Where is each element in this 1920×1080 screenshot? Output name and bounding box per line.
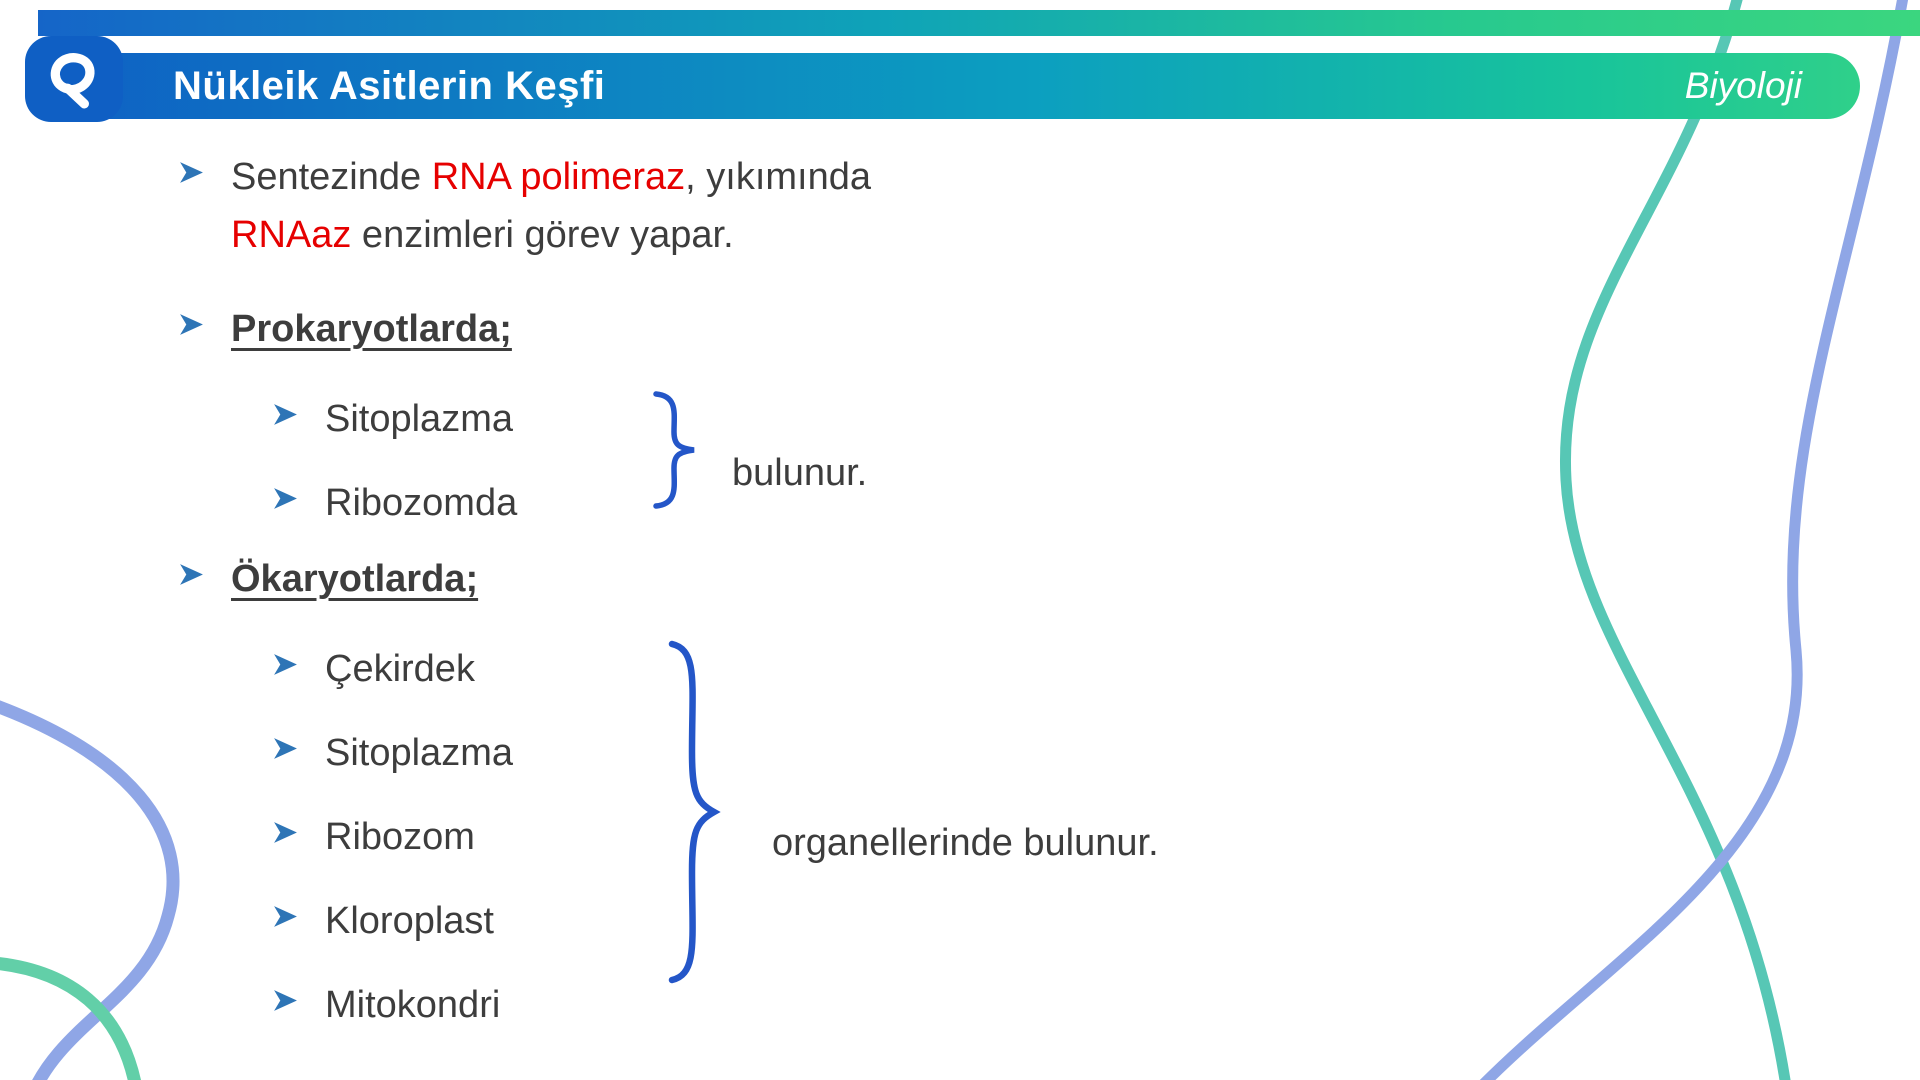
prokaryote-result-label: bulunur. bbox=[732, 452, 868, 494]
bullet-synthesis: Sentezinde RNA polimeraz, yıkımında RNAa… bbox=[178, 148, 871, 264]
text-run-red: RNA polimeraz bbox=[431, 156, 686, 198]
arrow-bullet-icon bbox=[274, 906, 297, 927]
arrow-bullet-icon bbox=[274, 404, 297, 425]
bullet-synthesis-line1: Sentezinde RNA polimeraz, yıkımında bbox=[231, 148, 871, 206]
arrow-bullet-icon bbox=[274, 654, 297, 675]
heading-prokaryotes: Prokaryotlarda; bbox=[178, 300, 512, 358]
text-run: enzimleri görev yapar. bbox=[351, 214, 734, 256]
list-item: Ribozomda bbox=[272, 474, 517, 532]
curve-bottomleft-blue bbox=[0, 700, 180, 1080]
header-bar: Nükleik Asitlerin Keşfi Biyoloji bbox=[25, 53, 1860, 119]
brand-logo bbox=[25, 36, 123, 122]
curve-right-blue bbox=[1479, 0, 1909, 1080]
curly-brace-large-icon bbox=[668, 640, 721, 984]
arrow-bullet-icon bbox=[274, 990, 297, 1011]
list-item-label: Ribozom bbox=[325, 816, 475, 858]
logo-icon bbox=[50, 53, 95, 109]
arrow-bullet-icon bbox=[274, 822, 297, 843]
list-item: Sitoplazma bbox=[272, 724, 513, 782]
arrow-bullet-icon bbox=[180, 564, 203, 585]
page-title: Nükleik Asitlerin Keşfi bbox=[173, 64, 606, 108]
list-item: Sitoplazma bbox=[272, 390, 513, 448]
list-item-label: Kloroplast bbox=[325, 900, 494, 942]
list-item-label: Ribozomda bbox=[325, 482, 518, 524]
heading-prokaryotes-label: Prokaryotlarda; bbox=[231, 308, 512, 350]
list-item-label: Çekirdek bbox=[325, 648, 475, 690]
arrow-bullet-icon bbox=[274, 488, 297, 509]
list-item: Çekirdek bbox=[272, 640, 475, 698]
arrow-bullet-icon bbox=[274, 738, 297, 759]
arrow-bullet-icon bbox=[180, 162, 203, 183]
list-item-label: Sitoplazma bbox=[325, 398, 513, 440]
text-run-red: RNAaz bbox=[231, 214, 352, 256]
text-run: , yıkımında bbox=[685, 156, 871, 198]
curly-brace-small-icon bbox=[653, 391, 695, 509]
top-gradient-strip bbox=[38, 10, 1920, 36]
list-item: Kloroplast bbox=[272, 892, 494, 950]
curve-bottomleft-green bbox=[0, 957, 141, 1080]
heading-eukaryotes-label: Ökaryotlarda; bbox=[231, 558, 479, 600]
arrow-bullet-icon bbox=[180, 314, 203, 335]
eukaryote-result-label: organellerinde bulunur. bbox=[772, 822, 1159, 864]
list-item-label: Sitoplazma bbox=[325, 732, 513, 774]
bullet-synthesis-text: Sentezinde RNA polimeraz, yıkımında RNAa… bbox=[231, 148, 871, 264]
heading-eukaryotes: Ökaryotlarda; bbox=[178, 550, 478, 608]
list-item-label: Mitokondri bbox=[325, 984, 501, 1026]
list-item: Mitokondri bbox=[272, 976, 500, 1034]
subject-label: Biyoloji bbox=[1684, 65, 1802, 106]
text-run: Sentezinde bbox=[231, 156, 432, 198]
bullet-synthesis-line2: RNAaz enzimleri görev yapar. bbox=[231, 206, 871, 264]
list-item: Ribozom bbox=[272, 808, 475, 866]
